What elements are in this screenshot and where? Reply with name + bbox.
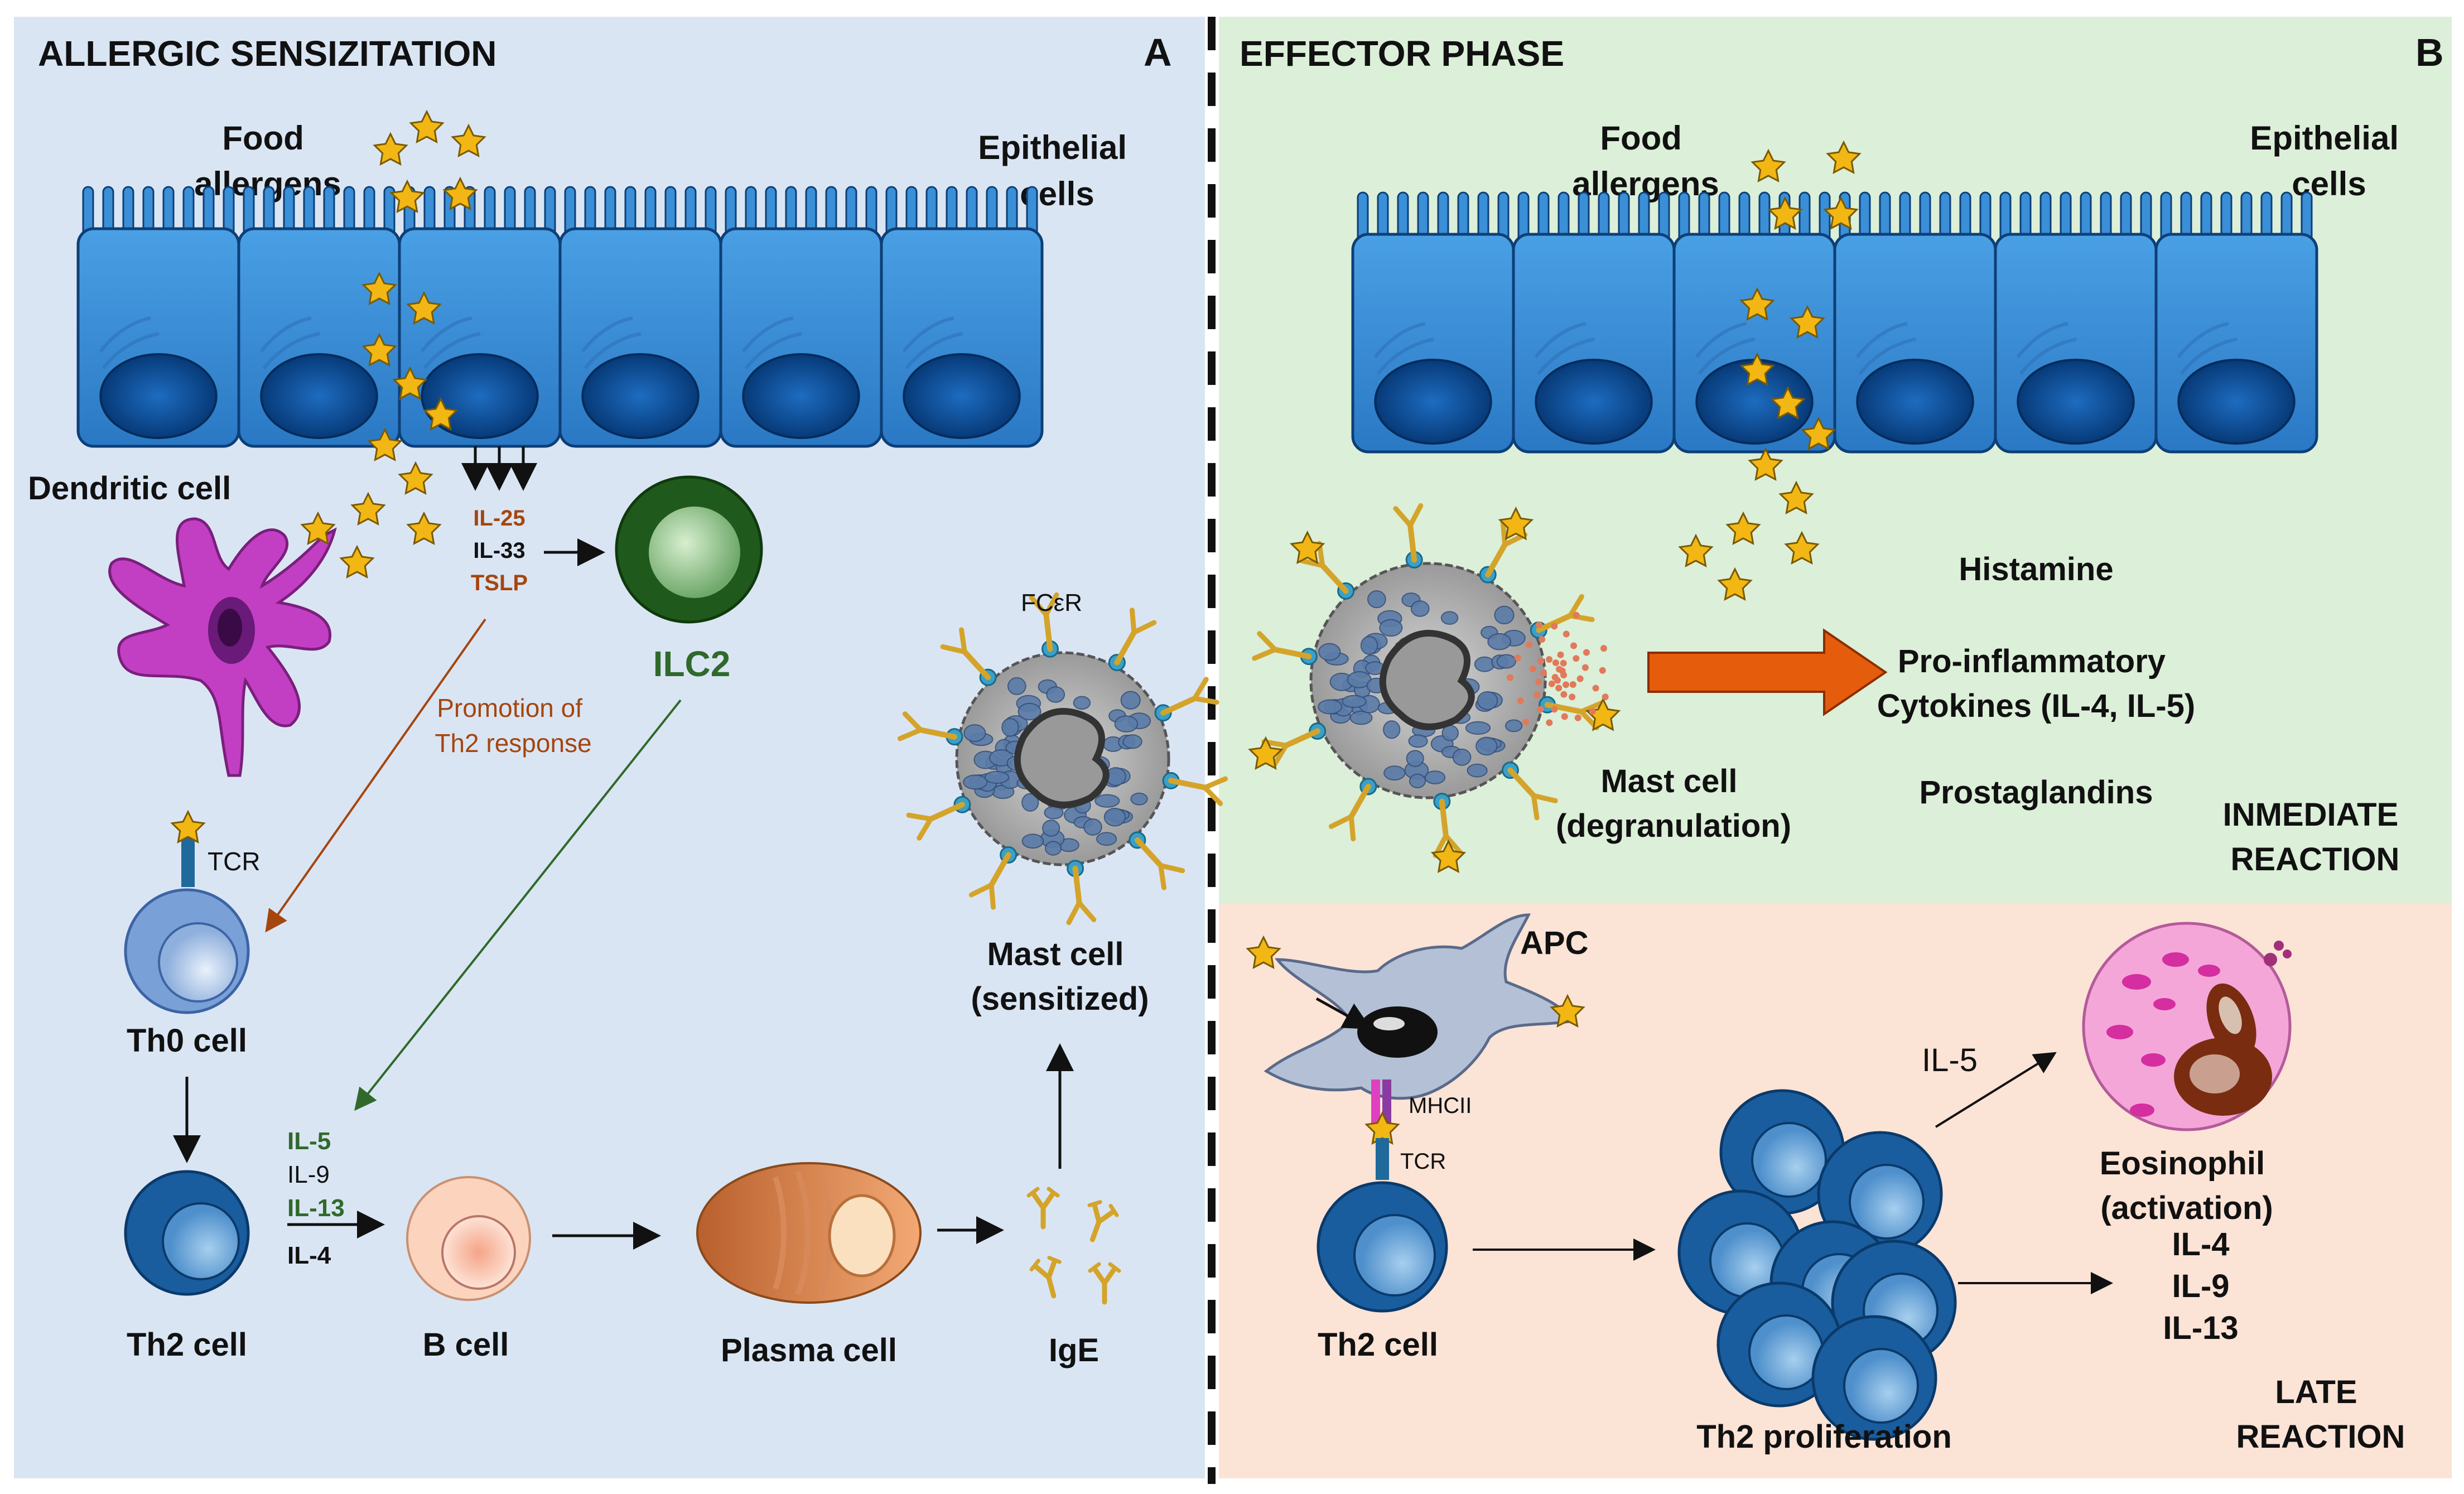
epithelial-cell [880, 186, 1044, 448]
dendritic-cell-label: Dendritic cell [28, 470, 231, 507]
epithelial-cells-label-a: Epithelial cells [978, 129, 1136, 213]
mediator-release-arrow [1647, 628, 1888, 716]
th2-cell-label-a: Th2 cell [127, 1327, 247, 1363]
th2-il4-label: IL-4 [287, 1242, 331, 1269]
epithelial-cell [719, 186, 883, 448]
plasma-cell-label: Plasma cell [721, 1332, 897, 1368]
epithelial-cell [1833, 191, 1997, 454]
ige-label: IgE [1049, 1332, 1099, 1368]
epithelial-cell [558, 186, 722, 448]
proinflammatory-label: Pro-inflammatory Cytokines (IL-4, IL-5) [1877, 643, 2195, 724]
mhcii-receptor [1371, 1079, 1380, 1124]
th0-cell [124, 888, 250, 1014]
eosinophil-cell [2082, 922, 2292, 1131]
late-il9-label: IL-9 [2172, 1268, 2229, 1304]
mhcii-label: MHCII [1409, 1093, 1472, 1118]
food-allergens-label-a: Food allergens [194, 119, 341, 203]
epithelial-cell [2154, 191, 2318, 454]
epithelial-cell [1512, 191, 1676, 454]
b-cell-label: B cell [423, 1327, 509, 1363]
proliferation-to-eosinophil-arrow [1935, 1052, 2057, 1128]
il25-label: IL-25 [473, 506, 525, 531]
prostaglandins-label: Prostaglandins [1920, 774, 2153, 811]
th2-proliferation-cluster [1677, 1089, 1957, 1441]
panel-a-letter: A [1144, 31, 1172, 74]
promotion-arrow [265, 618, 486, 933]
epithelial-cell [237, 186, 401, 448]
th2-il9-label: IL-9 [287, 1161, 330, 1188]
mast-cell-sensitized-label: Mast cell (sensitized) [971, 936, 1149, 1017]
immediate-reaction-label: INMEDIATE REACTION [2223, 797, 2408, 878]
th2-cell-a [124, 1170, 250, 1296]
epithelium-a [76, 186, 1044, 448]
tcr-label-b: TCR [1400, 1149, 1446, 1174]
granules [1507, 611, 1609, 726]
mast-cell-sensitized [897, 592, 1228, 926]
tslp-label: TSLP [471, 571, 528, 595]
apc-label: APC [1520, 925, 1588, 961]
dendritic-cell [108, 517, 337, 777]
il33-label: IL-33 [473, 538, 525, 563]
th2-il5-label: IL-5 [287, 1127, 331, 1155]
histamine-label: Histamine [1959, 551, 2113, 587]
mast-cell-degranulation-label: Mast cell (degranulation) [1556, 763, 1791, 844]
fcer-label: FCεR [1021, 589, 1082, 616]
epithelial-cells-label-b: Epithelial cells [2250, 119, 2408, 203]
late-reaction-label: LATE REACTION [2236, 1374, 2405, 1455]
mhcii-receptor-2 [1382, 1079, 1391, 1124]
ilc2-cell [615, 475, 763, 624]
b-cell [406, 1176, 531, 1301]
plasma-cell [696, 1162, 922, 1304]
panel-b-title: EFFECTOR PHASE [1240, 33, 1564, 74]
epithelium-b [1351, 191, 2318, 454]
th0-cell-label: Th0 cell [127, 1023, 247, 1059]
epithelial-cell [76, 186, 240, 448]
late-il13-label: IL-13 [2163, 1310, 2238, 1346]
th2-cell-label-b: Th2 cell [1318, 1327, 1438, 1363]
promotion-label: Promotion of Th2 response [435, 693, 591, 758]
apc-cell [1264, 913, 1576, 1100]
epithelial-cell [1351, 191, 1515, 454]
tcr-label-a: TCR [208, 847, 261, 876]
th2-proliferation-label: Th2 proliferation [1696, 1419, 1952, 1455]
epithelial-cell [1994, 191, 2158, 454]
th2-cell-b [1317, 1181, 1448, 1313]
tcr-stalk-b [1376, 1138, 1389, 1180]
ilc2-label: ILC2 [653, 644, 731, 684]
eosinophil-label: Eosinophil (activation) [2100, 1145, 2274, 1226]
th2-il13-label: IL-13 [287, 1194, 345, 1222]
late-il4-label: IL-4 [2172, 1226, 2229, 1262]
mast-cell-degranulating [1248, 503, 1620, 873]
ilc2-cytokine-arrow [354, 699, 682, 1111]
panel-a-title: ALLERGIC SENSIZITATION [38, 33, 497, 74]
panel-b-letter: B [2415, 31, 2444, 74]
il5-b-label: IL-5 [1922, 1042, 1978, 1078]
